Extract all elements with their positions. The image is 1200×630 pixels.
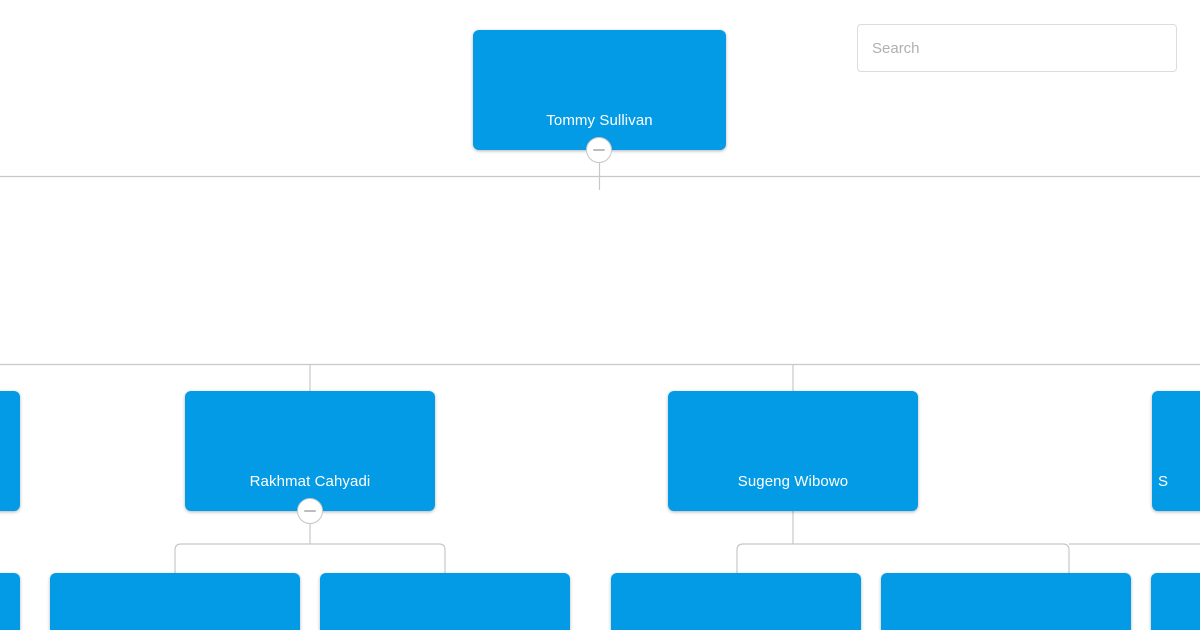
org-node-level2-clipped-e[interactable] [881, 573, 1131, 630]
org-node-label: S [1158, 473, 1169, 490]
org-node-rakhmat-cahyadi[interactable]: Rakhmat Cahyadi [185, 391, 435, 511]
org-node-sugeng-wibowo[interactable]: Sugeng Wibowo [668, 391, 918, 511]
collapse-toggle-rakhmat-cahyadi[interactable] [297, 498, 323, 524]
org-node-level2-clipped-d[interactable] [611, 573, 861, 630]
org-node-level2-clipped-b[interactable] [50, 573, 300, 630]
org-node-level2-clipped-a[interactable] [0, 573, 20, 630]
org-node-label: Rakhmat Cahyadi [249, 473, 371, 490]
org-node-level1-clipped-right[interactable]: S [1152, 391, 1200, 511]
org-node-level1-clipped-left[interactable] [0, 391, 20, 511]
org-node-label: Sugeng Wibowo [737, 473, 849, 490]
org-node-root[interactable]: Tommy Sullivan [473, 30, 726, 150]
org-node-level2-clipped-c[interactable] [320, 573, 570, 630]
org-node-label: Tommy Sullivan [546, 112, 653, 129]
search-input[interactable] [857, 24, 1177, 72]
org-node-level2-clipped-f[interactable] [1151, 573, 1200, 630]
collapse-toggle-root[interactable] [586, 137, 612, 163]
